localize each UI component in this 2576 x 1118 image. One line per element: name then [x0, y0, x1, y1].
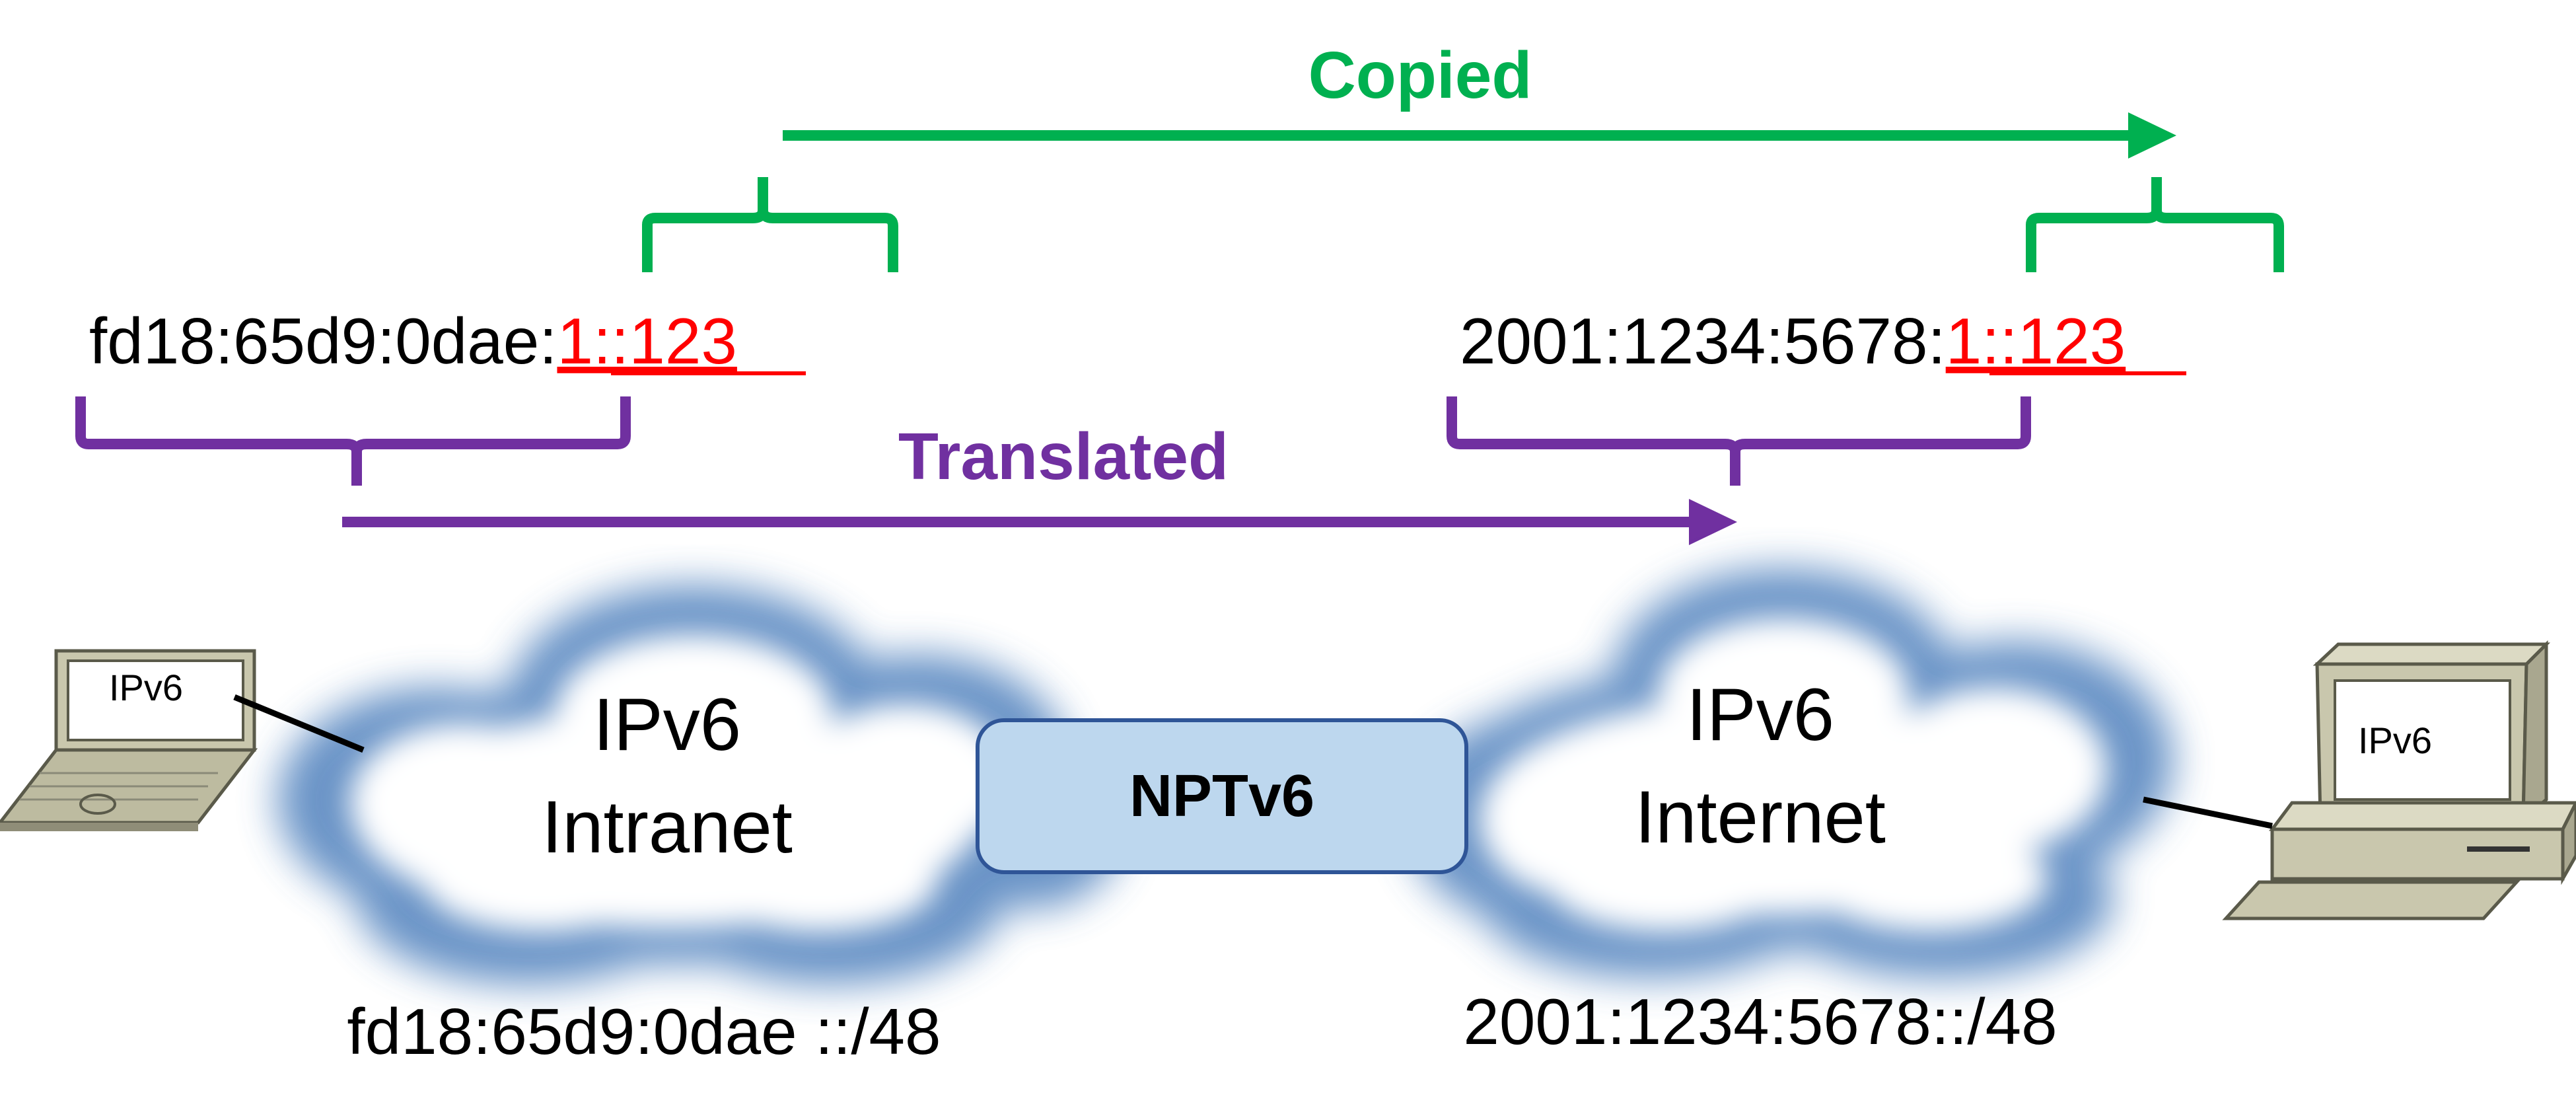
nptv6-gateway: NPTv6	[976, 718, 1468, 874]
copied-arrow-head	[2128, 112, 2176, 159]
translated-label: Translated	[898, 420, 1229, 494]
nptv6-box	[976, 718, 1468, 874]
translated-brace-right	[1447, 396, 2031, 486]
copied-brace-right	[2026, 177, 2284, 272]
internet-line2: Internet	[1635, 776, 1886, 858]
desktop-screen-label: IPv6	[2358, 720, 2432, 761]
nptv6-label: NPTv6	[1129, 763, 1314, 829]
laptop-screen-label: IPv6	[109, 667, 183, 708]
translated-annotation	[75, 396, 2031, 545]
copied-label: Copied	[1308, 38, 1532, 112]
external-address-prefix: 2001:1234:5678:	[1460, 305, 1946, 377]
internal-address-suffix: 1::123	[557, 305, 736, 377]
internet-line1: IPv6	[1686, 673, 1834, 756]
internal-address-prefix: fd18:65d9:0dae:	[89, 305, 557, 377]
laptop-link	[233, 694, 365, 753]
internal-address: fd18:65d9:0dae:1::123	[89, 305, 737, 377]
desktop-link	[2143, 796, 2273, 829]
external-address-suffix: 1::123	[1946, 305, 2126, 377]
intranet-line2: Intranet	[542, 786, 793, 868]
intranet-network-prefix: fd18:65d9:0dae ::/48	[347, 995, 941, 1068]
copied-brace-left	[642, 177, 898, 272]
internet-network-prefix: 2001:1234:5678::/48	[1463, 985, 2057, 1058]
desktop-computer-icon: IPv6	[2222, 640, 2576, 920]
intranet-cloud	[277, 585, 1123, 985]
translated-brace-left	[75, 396, 631, 486]
external-address: 2001:1234:5678:1::123	[1460, 305, 2126, 377]
intranet-line1: IPv6	[593, 683, 741, 766]
copied-annotation	[642, 112, 2284, 272]
laptop-icon: IPv6	[0, 649, 258, 831]
internet-cloud	[1407, 568, 2173, 978]
translated-arrow-head	[1689, 499, 1737, 545]
